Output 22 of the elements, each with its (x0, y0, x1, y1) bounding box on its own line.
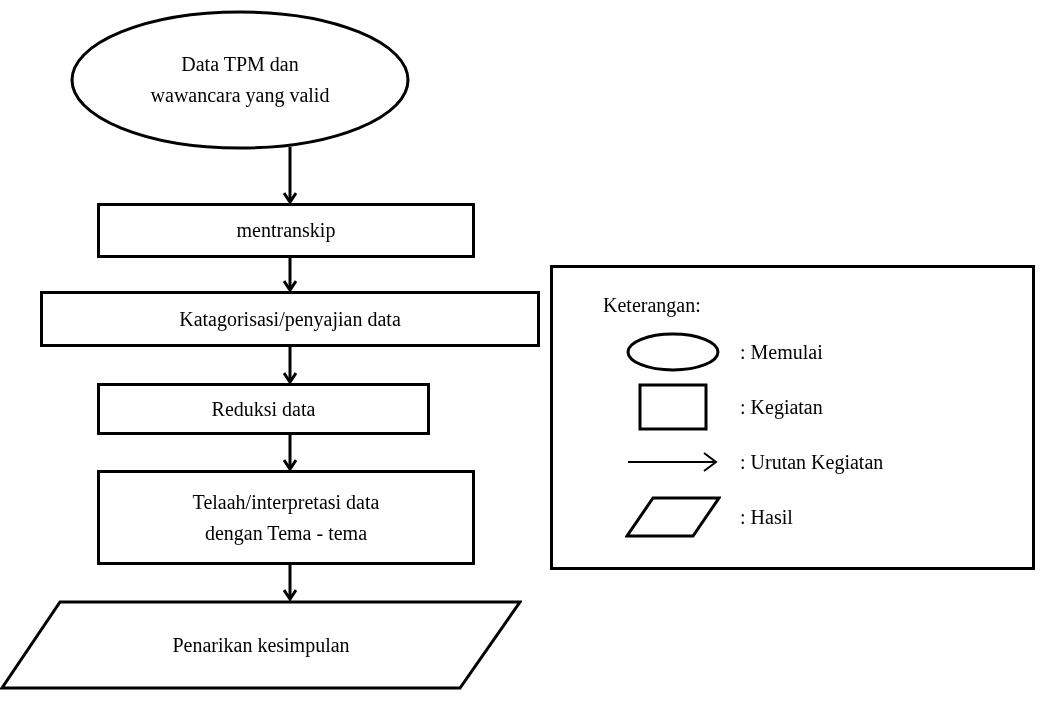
legend-title: Keterangan: (603, 293, 701, 319)
process-box (97, 203, 475, 258)
node-text: Katagorisasi/penyajian data (179, 306, 401, 333)
arrow (282, 146, 298, 204)
legend-text: : Memulai (740, 340, 823, 365)
arrow (282, 258, 298, 292)
node-text: Penarikan kesimpulan (172, 632, 350, 659)
node-text: mentranskip (236, 218, 336, 244)
arrow (282, 565, 298, 601)
node-text: Telaah/interpretasi data dengan Tema - tema (191, 489, 381, 547)
node-text: Data TPM dan wawancara yang valid (150, 52, 330, 109)
legend-text: : Kegiatan (740, 395, 823, 421)
node-text: Reduksi data (211, 396, 316, 422)
process-box (97, 470, 475, 565)
legend-text: : Hasil (740, 505, 793, 530)
legend-text: : Urutan Kegiatan (740, 450, 884, 476)
arrow (282, 435, 298, 471)
process-box (97, 383, 430, 435)
start-ellipse (70, 10, 410, 150)
arrow (282, 347, 298, 384)
result-parallelogram (0, 600, 522, 690)
process-box (40, 291, 540, 347)
